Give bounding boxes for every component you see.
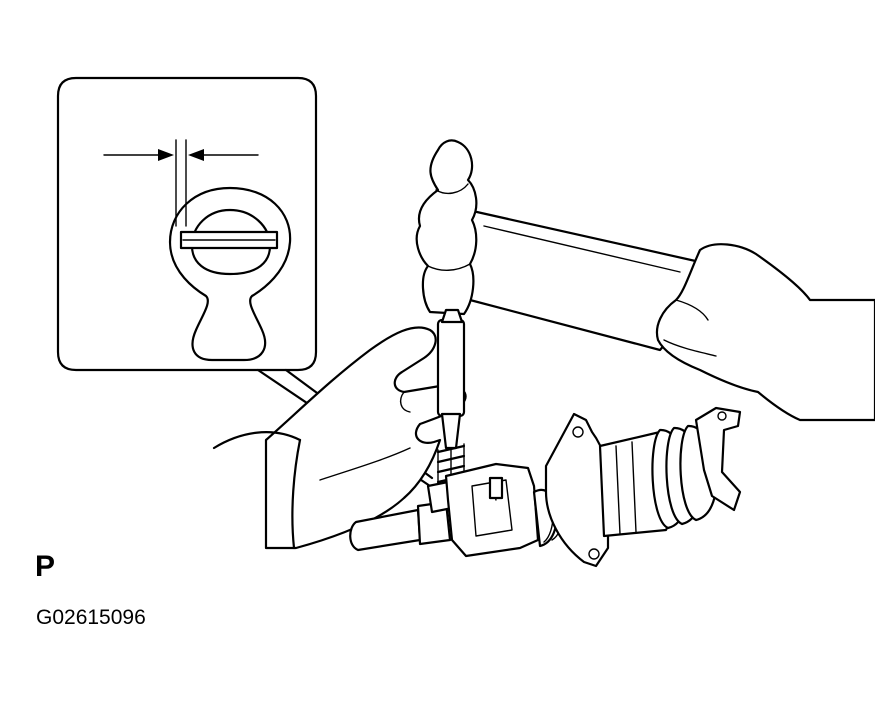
hammer [415,139,708,352]
pump-assembly [349,406,742,568]
view-letter: P [35,550,56,583]
pin-punch [436,308,466,477]
dimension-arrows [103,149,259,161]
right-hand [655,243,875,422]
figure-code: G02615096 [36,606,146,629]
detail-callout [56,76,434,488]
